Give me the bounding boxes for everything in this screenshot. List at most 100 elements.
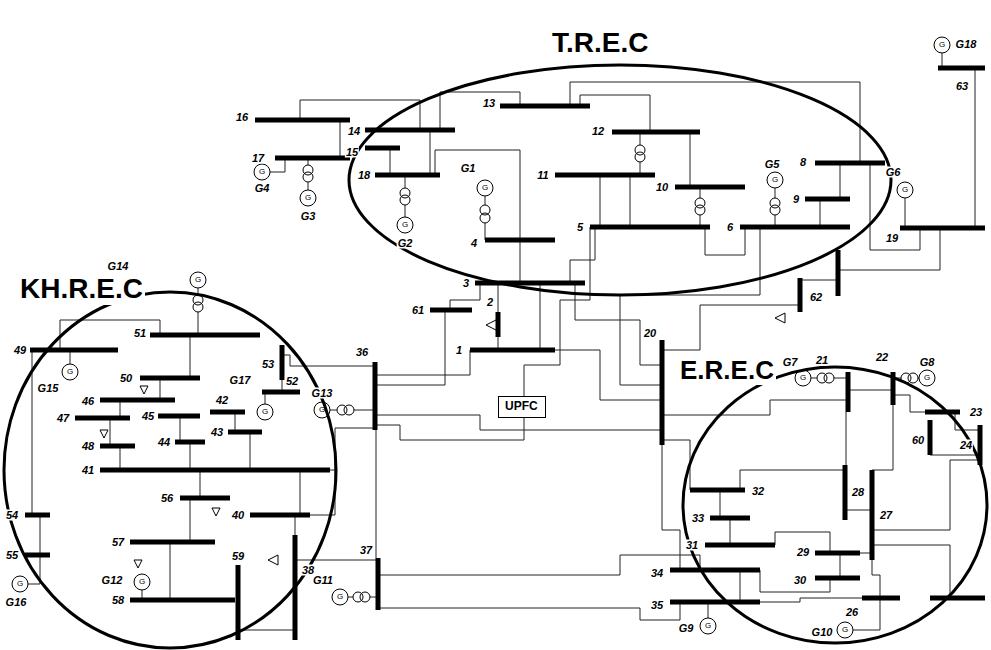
generator-circles	[12, 37, 950, 638]
bus-number: 42	[215, 395, 229, 406]
generator-symbol: G	[262, 408, 268, 416]
generator-symbol: G	[337, 593, 343, 601]
bus-number: 23	[969, 407, 983, 418]
bus-number: 27	[879, 510, 893, 521]
generator-symbol: G	[902, 186, 908, 194]
generator-symbol: G	[772, 176, 778, 184]
generator-symbol: G	[482, 184, 488, 192]
bus-number: 31	[685, 540, 699, 551]
load-arrows	[100, 313, 785, 568]
bus-number: 53	[261, 359, 275, 370]
bus-bars	[25, 68, 985, 640]
region-outline	[348, 22, 892, 297]
bus-number: 38	[301, 565, 315, 576]
bus-number: 41	[81, 465, 95, 476]
bus-number: 19	[885, 233, 899, 244]
bus-number: 44	[157, 437, 171, 448]
generator-symbol: G	[17, 580, 23, 588]
bus-number: 29	[796, 547, 810, 558]
generator-name: G14	[107, 261, 130, 272]
generator-symbol: G	[67, 368, 73, 376]
bus-number: 17	[251, 153, 265, 164]
bus-number: 15	[345, 147, 359, 158]
region-ellipse	[349, 65, 891, 295]
generator-name: G13	[311, 388, 334, 399]
region-ellipse	[4, 292, 336, 648]
bus-number: 56	[160, 493, 174, 504]
generator-symbol: G	[800, 374, 806, 382]
bus-number: 51	[133, 328, 147, 339]
bus-number: 10	[655, 182, 669, 193]
bus-number: 32	[751, 486, 765, 497]
bus-number: 11	[536, 170, 549, 181]
bus-number: 18	[357, 170, 371, 181]
generator-name: G12	[101, 575, 124, 586]
generator-name: G8	[919, 357, 936, 368]
generator-name: G16	[5, 597, 28, 608]
generator-symbol: G	[924, 374, 930, 382]
region-label: T.R.E.C	[550, 28, 650, 59]
bus-number: 36	[355, 347, 369, 358]
bus-number: 3	[462, 278, 470, 289]
bus-number: 54	[5, 510, 19, 521]
bus-number: 13	[482, 98, 496, 109]
bus-number: 50	[119, 373, 133, 384]
bus-number: 1	[455, 345, 463, 356]
generator-name: G18	[955, 39, 978, 50]
generator-symbol: G	[842, 626, 848, 634]
bus-number: 33	[691, 513, 705, 524]
bus-number: 30	[793, 575, 807, 586]
bus-number: 28	[851, 487, 865, 498]
bus-number: 57	[111, 537, 125, 548]
region-area: E.R.E.C	[678, 350, 989, 646]
generator-name: G4	[254, 183, 271, 194]
generator-symbol: G	[305, 194, 311, 202]
bus-number: 20	[643, 328, 657, 339]
bus-number: 55	[5, 550, 19, 561]
bus-number: 52	[285, 376, 299, 387]
bus-number: 16	[235, 112, 249, 123]
bus-number: 63	[955, 81, 969, 92]
bus-number: 47	[56, 413, 70, 424]
generator-name: G11	[312, 575, 334, 586]
bus-number: 46	[81, 396, 95, 407]
upfc-box: UPFC	[498, 396, 546, 418]
bus-number: 34	[650, 568, 664, 579]
region-label: KH.R.E.C	[18, 274, 145, 305]
generator-symbol: G	[705, 622, 711, 630]
bus-number: 21	[815, 355, 829, 366]
region-outline	[2, 270, 339, 650]
generator-name: G15	[37, 383, 60, 394]
region-area: KH.R.E.C	[2, 270, 339, 650]
region-label: E.R.E.C	[678, 356, 776, 385]
bus-number: 48	[81, 441, 95, 452]
bus-number: 35	[650, 600, 664, 611]
bus-number: 40	[231, 510, 245, 521]
bus-number: 5	[576, 222, 584, 233]
generator-symbol: G	[319, 406, 325, 414]
generator-name: G9	[678, 623, 695, 634]
generator-name: G5	[764, 159, 781, 170]
bus-number: 8	[799, 157, 807, 168]
bus-number: 61	[411, 305, 425, 316]
device-label: UPFC	[505, 400, 539, 414]
bus-number: 58	[111, 595, 125, 606]
bus-number: 62	[809, 292, 823, 303]
bus-number: 12	[591, 126, 605, 137]
generator-name: G2	[397, 238, 414, 249]
bus-number: 26	[845, 607, 859, 618]
bus-number: 49	[13, 345, 27, 356]
bus-number: 6	[726, 222, 734, 233]
bus-number: 43	[210, 427, 224, 438]
bus-number: 60	[911, 435, 925, 446]
generator-name: G1	[460, 163, 477, 174]
generator-name: G17	[229, 375, 252, 386]
generator-symbol: G	[139, 578, 145, 586]
bus-number: 22	[875, 352, 889, 363]
generator-symbol: G	[402, 221, 408, 229]
bus-number: 45	[141, 411, 155, 422]
bus-number: 2	[486, 297, 494, 308]
generator-name: G3	[300, 211, 317, 222]
region-outline	[678, 350, 989, 646]
